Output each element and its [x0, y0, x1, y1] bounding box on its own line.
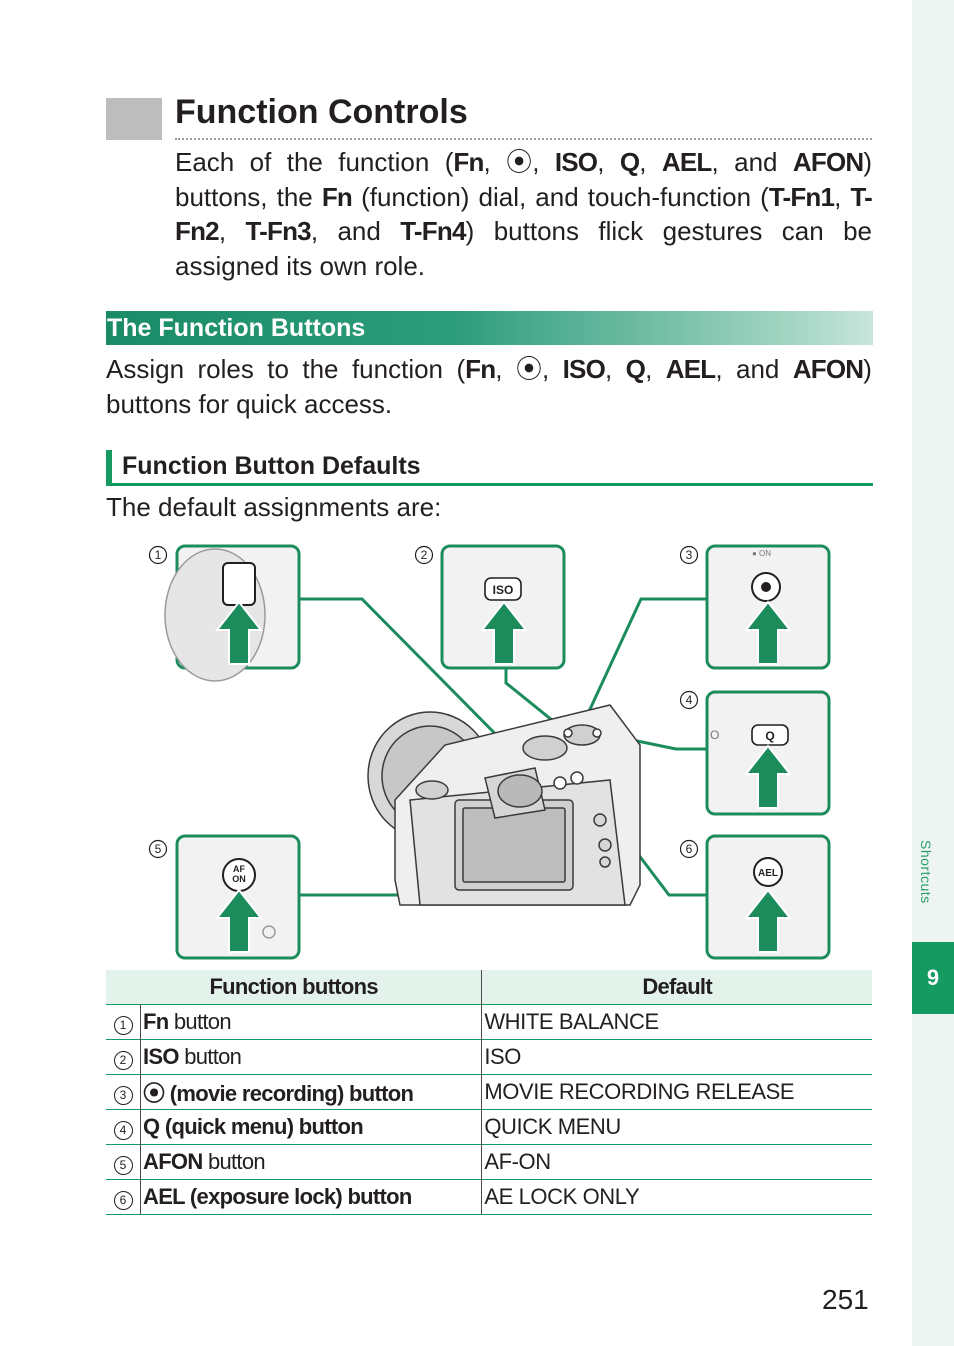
row-function: AEL (exposure lock) button	[140, 1179, 482, 1215]
callout-4: 4	[679, 690, 699, 710]
side-tab-label: Shortcuts	[918, 840, 934, 904]
section-heading-bar	[106, 311, 873, 345]
svg-text:2: 2	[421, 548, 428, 562]
iso-button-label: ISO	[493, 583, 514, 597]
page-title: Function Controls	[175, 93, 468, 131]
panel-movie-record-button: ● ON	[705, 544, 831, 670]
row-function: ⦿ (movie recording) button	[140, 1074, 482, 1110]
row-number: 1	[113, 1016, 133, 1035]
row-number: 2	[113, 1051, 133, 1070]
row-function: Q (quick menu) button	[140, 1109, 482, 1145]
row-number: 5	[113, 1156, 133, 1175]
row-number: 4	[113, 1121, 133, 1140]
table-row: 5 AFON button AF-ON	[106, 1144, 872, 1180]
row-default: AE LOCK ONLY	[481, 1179, 872, 1215]
svg-text:5: 5	[155, 842, 162, 856]
svg-text:1: 1	[155, 548, 162, 562]
table-row: 1 Fn button WHITE BALANCE	[106, 1004, 872, 1040]
svg-text:ON: ON	[232, 874, 246, 884]
table-row: 2 ISO button ISO	[106, 1039, 872, 1075]
row-function: AFON button	[140, 1144, 482, 1180]
callout-6: 6	[679, 839, 699, 859]
svg-text:AF: AF	[233, 864, 245, 874]
panel-iso-button: ISO	[440, 544, 566, 670]
q-button-label: Q	[765, 729, 774, 743]
svg-text:3: 3	[686, 548, 693, 562]
intro-paragraph: Each of the function (Fn, ⦿, ISO, Q, AEL…	[175, 147, 873, 281]
assign-paragraph: Assign roles to the function (Fn, ⦿, ISO…	[106, 354, 872, 419]
callout-5: 5	[148, 839, 168, 859]
header-function-buttons: Function buttons	[106, 970, 483, 1005]
row-function: Fn button	[140, 1004, 482, 1040]
header-default: Default	[481, 970, 872, 1005]
page-number: 251	[822, 1284, 869, 1315]
camera-function-buttons-figure: ISO ● ON O Q AF ON AEL 1 2 3 4 5	[148, 544, 831, 960]
svg-text:AEL: AEL	[758, 868, 778, 879]
defaults-intro-text: The default assignments are:	[106, 492, 442, 522]
table-row: 4 Q (quick menu) button QUICK MENU	[106, 1109, 872, 1145]
svg-text:6: 6	[686, 842, 693, 856]
callout-2: 2	[414, 545, 434, 565]
table-row: 3 ⦿ (movie recording) button MOVIE RECOR…	[106, 1074, 872, 1110]
svg-text:● ON: ● ON	[752, 549, 771, 558]
row-default: QUICK MENU	[481, 1109, 872, 1145]
row-number: 3	[113, 1086, 133, 1105]
table-row: 6 AEL (exposure lock) button AE LOCK ONL…	[106, 1179, 872, 1215]
heading-marker	[106, 98, 162, 140]
row-function: ISO button	[140, 1039, 482, 1075]
row-default: WHITE BALANCE	[481, 1004, 872, 1040]
callout-3: 3	[679, 545, 699, 565]
row-default: ISO	[481, 1039, 872, 1075]
subsection-title: Function Button Defaults	[122, 452, 421, 480]
panel-afon-button: AF ON	[175, 834, 301, 960]
row-number: 6	[113, 1191, 133, 1210]
subsection-underline	[106, 483, 873, 486]
subsection-marker	[106, 450, 112, 484]
row-default: MOVIE RECORDING RELEASE	[481, 1074, 872, 1110]
row-default: AF-ON	[481, 1144, 872, 1180]
callout-1: 1	[148, 545, 168, 565]
svg-text:4: 4	[686, 693, 693, 707]
title-divider	[175, 138, 872, 140]
side-tab-bar	[912, 0, 954, 1346]
table-header-row: Function buttons Default	[106, 970, 872, 1005]
panel-q-button: O Q	[705, 690, 831, 816]
panel-fn-button	[164, 544, 301, 682]
panel-ael-button: AEL	[705, 834, 831, 960]
function-button-defaults-table: Function buttons Default 1 Fn button WHI…	[106, 970, 872, 1215]
svg-text:O: O	[710, 728, 719, 742]
camera-body	[367, 704, 641, 906]
chapter-number-tab[interactable]: 9	[912, 942, 954, 1014]
section-title: The Function Buttons	[107, 314, 366, 342]
